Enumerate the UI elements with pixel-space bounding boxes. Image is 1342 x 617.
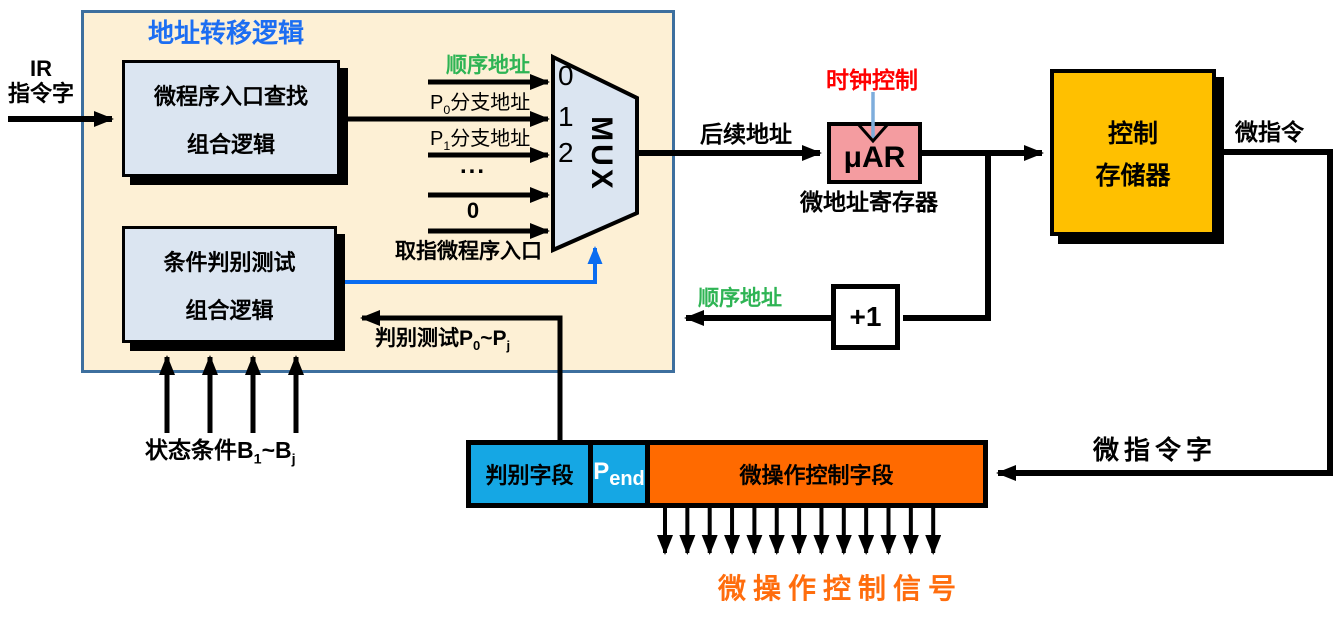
panel-title: 地址转移逻辑 [148, 18, 305, 48]
fetch-entry-label: 取指微程序入口 [395, 240, 542, 263]
cond-box-line2: 组合逻辑 [185, 297, 274, 323]
cond-box-line1: 条件判别测试 [163, 249, 296, 275]
seq-addr-feedback-label: 顺序地址 [698, 287, 782, 310]
ir-label-line1: IR [30, 56, 52, 81]
status-condition-label: 状态条件B1~Bj [145, 437, 296, 468]
p0-branch-label: P0分支地址 [430, 92, 531, 117]
entry-box-line2: 组合逻辑 [186, 131, 275, 157]
next-addr-label: 后续地址 [700, 121, 792, 147]
control-memory-line2: 存储器 [1095, 161, 1171, 190]
micro-op-field-cell: 微操作控制字段 [650, 445, 983, 503]
micro-address-register-box: μAR [827, 122, 922, 184]
p-end-label: Pend [593, 457, 645, 490]
test-label: 判别测试P0~Pj [375, 327, 511, 354]
entry-box-line1: 微程序入口查找 [153, 83, 308, 109]
condition-test-logic-box: 条件判别测试 组合逻辑 [122, 226, 337, 343]
microprogram-entry-lookup-box: 微程序入口查找 组合逻辑 [122, 60, 340, 177]
plus-one-box: +1 [831, 284, 900, 350]
microinstruction-register: 判别字段 Pend 微操作控制字段 [466, 440, 988, 508]
micro-op-signal-arrows [657, 508, 942, 555]
clock-control-label: 时钟控制 [826, 67, 918, 93]
control-memory-line1: 控制 [1107, 119, 1158, 148]
zero-label: 0 [466, 198, 480, 223]
mux-label: MUX [585, 116, 618, 192]
uar-label: μAR [843, 141, 906, 174]
judge-field-label: 判别字段 [485, 463, 574, 488]
micro-insn-label: 微指令 [1235, 119, 1304, 145]
p-end-cell: Pend [593, 445, 650, 503]
mux-in0-label: 0 [558, 60, 574, 91]
plus1-label: +1 [849, 301, 882, 332]
micro-insn-word-label: 微指令字 [1093, 435, 1218, 465]
p1-branch-label: P1分支地址 [430, 128, 531, 153]
ir-label-line2: 指令字 [7, 81, 74, 107]
ir-label: IR 指令字 [2, 56, 80, 107]
control-memory-box: 控制 存储器 [1050, 69, 1216, 236]
seq-addr-top-label: 顺序地址 [446, 54, 530, 77]
judge-field-cell: 判别字段 [471, 445, 593, 503]
micro-op-signals-label: 微操作控制信号 [718, 573, 964, 604]
ellipsis-label: ... [460, 152, 487, 179]
uar-caption: 微地址寄存器 [800, 189, 938, 215]
micro-op-field-label: 微操作控制字段 [739, 463, 894, 488]
